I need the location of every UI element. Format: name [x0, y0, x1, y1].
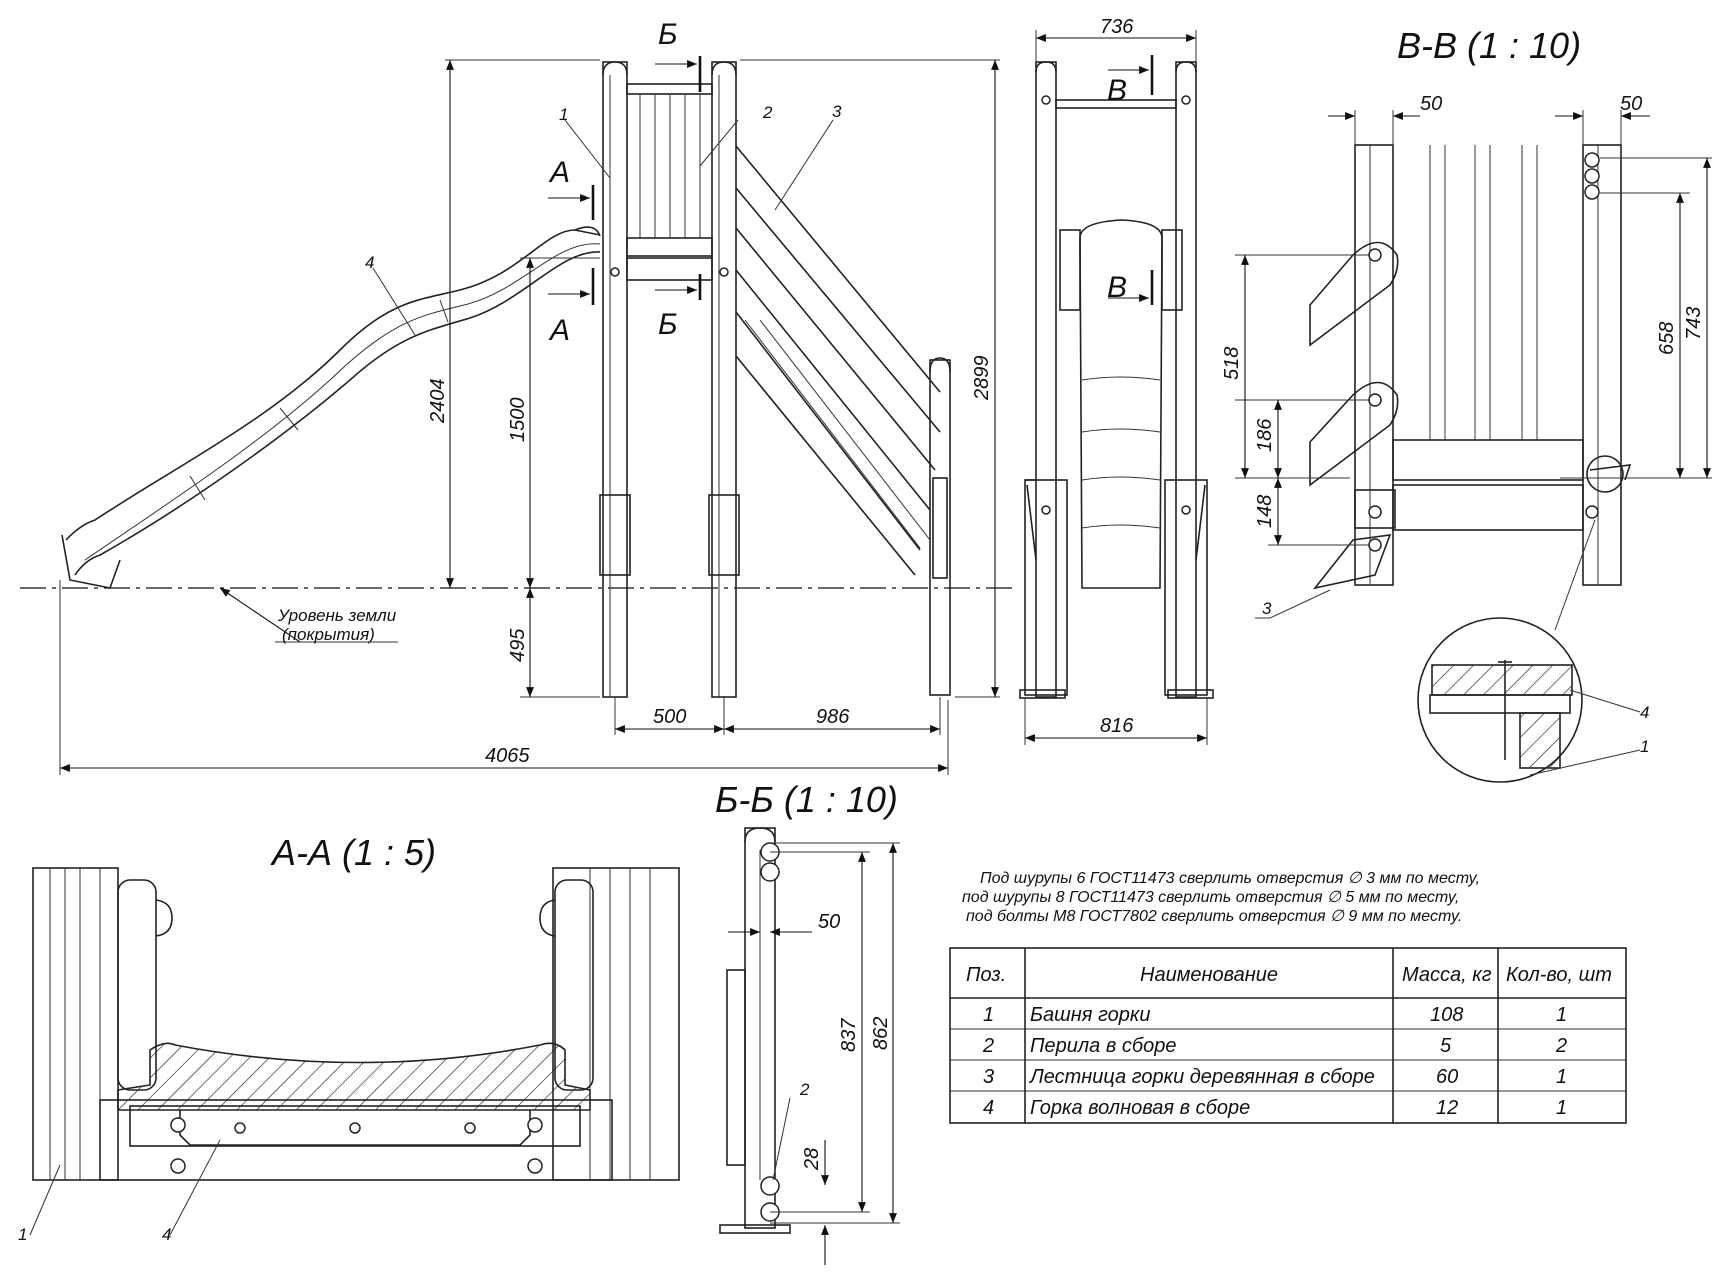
table-row-3-mass: 60 [1436, 1066, 1458, 1088]
table-header-name: Наименование [1140, 964, 1278, 986]
dim-1500: 1500 [507, 398, 529, 443]
note-line-2: под шурупы 8 ГОСТ11473 сверлить отверсти… [962, 889, 1459, 906]
table-row-3-name: Лестница горки деревянная в сборе [1028, 1066, 1375, 1088]
note-line-3: под болты М8 ГОСТ7802 сверлить отверстия… [966, 908, 1462, 925]
section-vv-title: В-В (1 : 10) [1397, 25, 1581, 66]
cut-label-a-top: А [548, 156, 570, 189]
detail-pos-label-4: 4 [1640, 703, 1649, 722]
front-leaders: 1 2 3 4 [365, 102, 842, 336]
table-row-2-name: Перила в сборе [1030, 1035, 1176, 1057]
dim-743: 743 [1683, 307, 1705, 340]
aa-pos-label-1: 1 [18, 1225, 27, 1244]
dim-816: 816 [1100, 715, 1134, 737]
dim-bb-50: 50 [818, 911, 840, 933]
dim-500: 500 [653, 706, 686, 728]
section-aa-title: А-А (1 : 5) [270, 832, 436, 873]
dim-736: 736 [1100, 16, 1134, 38]
table-row-3-qty: 1 [1556, 1066, 1567, 1088]
front-dimensions: 2404 2899 1500 495 500 986 4065 [59, 59, 1000, 775]
table-row-4-mass: 12 [1436, 1097, 1458, 1119]
section-vv: В-В (1 : 10) 50 [1221, 25, 1712, 783]
table-row-4-name: Горка волновая в сборе [1030, 1097, 1250, 1119]
table-row-4-pos: 4 [983, 1097, 994, 1119]
dim-495: 495 [507, 628, 529, 662]
table-row-3-pos: 3 [983, 1066, 994, 1088]
table-row-2-pos: 2 [982, 1035, 994, 1057]
pos-label-2: 2 [762, 103, 773, 122]
cut-label-b-bottom: Б [658, 308, 678, 341]
pos-label-4: 4 [365, 253, 374, 272]
front-view: А А Б Б 1 2 3 4 Уровень земли ( [20, 18, 1015, 775]
cut-label-v-top: В [1107, 74, 1127, 107]
table-row-1-name: Башня горки [1030, 1004, 1150, 1026]
dim-4065: 4065 [485, 745, 530, 767]
cut-label-a-bottom: А [548, 314, 570, 347]
dim-186: 186 [1254, 418, 1276, 452]
cut-label-v-bottom: В [1107, 271, 1127, 304]
dim-837: 837 [838, 1018, 860, 1052]
ground-label: Уровень земли (покрытия) [219, 587, 398, 644]
side-view: В В 736 816 [1019, 16, 1214, 745]
aa-pos-label-4: 4 [162, 1225, 171, 1244]
ground-label-line1: Уровень земли [277, 606, 397, 625]
section-marker-a: А А [548, 156, 595, 347]
pos-label-1: 1 [559, 105, 568, 124]
parts-table: Поз. Наименование Масса, кг Кол-во, шт 1… [949, 947, 1627, 1124]
note-line-1: Под шурупы 6 ГОСТ11473 сверлить отверсти… [980, 870, 1480, 887]
table-row-1-mass: 108 [1430, 1004, 1463, 1026]
table-row-1-qty: 1 [1556, 1004, 1567, 1026]
dim-vv-50-left: 50 [1420, 93, 1442, 115]
cut-label-b-top: Б [658, 18, 678, 51]
table-row-2-mass: 5 [1440, 1035, 1452, 1057]
dim-vv-50-right: 50 [1620, 93, 1642, 115]
bb-pos-label-2: 2 [799, 1080, 810, 1099]
dim-658: 658 [1656, 322, 1678, 355]
table-header-pos: Поз. [966, 964, 1006, 986]
ladder [735, 145, 951, 696]
ground-label-line2: (покрытия) [282, 625, 375, 644]
dim-986: 986 [816, 706, 850, 728]
dim-862: 862 [870, 1017, 892, 1050]
section-marker-b: Б Б [655, 18, 702, 341]
table-row-2-qty: 2 [1555, 1035, 1567, 1057]
dim-518: 518 [1221, 347, 1243, 380]
section-bb: Б-Б (1 : 10) 862 837 50 28 2 [715, 779, 900, 1265]
dim-148: 148 [1254, 495, 1276, 528]
notes: Под шурупы 6 ГОСТ11473 сверлить отверсти… [962, 870, 1480, 925]
table-row-1-pos: 1 [983, 1004, 994, 1026]
dim-2404: 2404 [427, 379, 449, 425]
vv-pos-label-3: 3 [1262, 599, 1272, 618]
section-bb-title: Б-Б (1 : 10) [715, 779, 898, 820]
pos-label-3: 3 [832, 102, 842, 121]
dim-2899: 2899 [971, 356, 993, 402]
detail-pos-label-1: 1 [1640, 737, 1649, 756]
table-header-mass: Масса, кг [1402, 964, 1492, 986]
dim-28: 28 [801, 1148, 823, 1171]
table-header-qty: Кол-во, шт [1506, 964, 1612, 986]
tower-posts [599, 61, 740, 698]
section-aa: А-А (1 : 5) 1 4 [18, 832, 680, 1244]
wave-slide [61, 226, 601, 589]
table-row-4-qty: 1 [1556, 1097, 1567, 1119]
